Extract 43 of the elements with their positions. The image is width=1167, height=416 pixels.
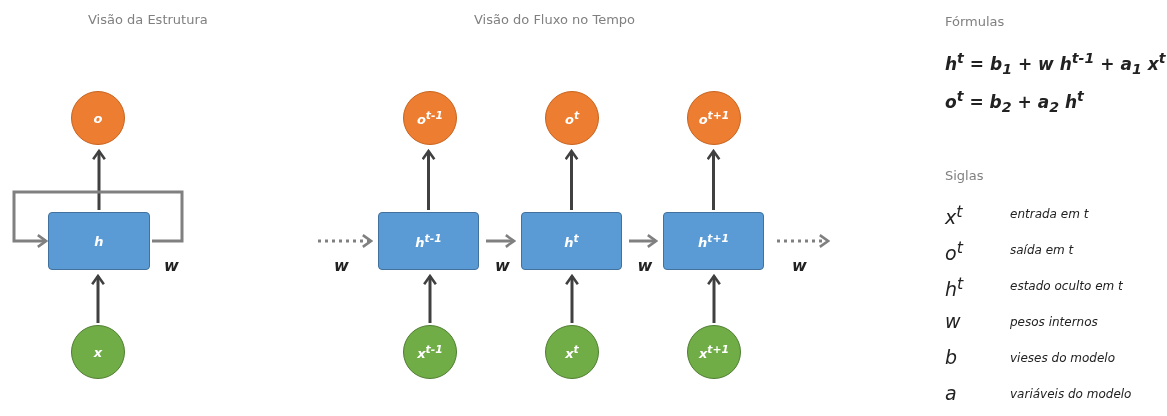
symbol: b	[945, 346, 958, 368]
formula: h$^{t}$ = b$_{1}$ + w h$^{t-1}$ + a$_{1}$ x$^{t}$	[945, 50, 1166, 78]
symbol-description: estado oculto em t	[1010, 279, 1123, 293]
symbol-description: variáveis do modelo	[1010, 387, 1132, 401]
section-heading: Siglas	[945, 168, 984, 183]
output-circle: o$^{t+1}$	[687, 91, 741, 145]
input-circle: x	[71, 325, 125, 379]
symbol: x$^{t}$	[945, 202, 963, 229]
arrow	[564, 274, 580, 323]
hidden-state-box: h$^{t}$	[521, 212, 622, 270]
arrow	[629, 233, 658, 249]
symbol-description: saída em t	[1010, 243, 1074, 257]
loop-arrow	[12, 190, 184, 249]
input-circle: x$^{t-1}$	[403, 325, 457, 379]
input-circle: x$^{t}$	[545, 325, 599, 379]
symbol: a	[945, 382, 957, 404]
output-circle: o	[71, 91, 125, 145]
symbol-description: pesos internos	[1010, 315, 1098, 329]
dashed-arrow	[318, 233, 373, 249]
symbol: h$^{t}$	[945, 274, 964, 301]
arrow	[90, 274, 106, 323]
symbol-description: vieses do modelo	[1010, 351, 1115, 365]
section-heading: Visão do Fluxo no Tempo	[474, 12, 635, 27]
symbol-description: entrada em t	[1010, 207, 1089, 221]
formula: o$^{t}$ = b$_{2}$ + a$_{2}$ h$^{t}$	[945, 88, 1084, 116]
hidden-state-box: h	[48, 212, 150, 270]
output-circle: o$^{t-1}$	[403, 91, 457, 145]
section-heading: Fórmulas	[945, 14, 1005, 29]
symbol: w	[945, 310, 961, 332]
output-circle: o$^{t}$	[545, 91, 599, 145]
arrow	[486, 233, 516, 249]
input-circle: x$^{t+1}$	[687, 325, 741, 379]
dashed-arrow	[777, 233, 830, 249]
section-heading: Visão da Estrutura	[88, 12, 208, 27]
arrow	[422, 274, 438, 323]
arrow	[421, 149, 436, 210]
symbol: o$^{t}$	[945, 238, 963, 265]
hidden-state-box: h$^{t-1}$	[378, 212, 479, 270]
arrow	[91, 149, 107, 210]
arrow	[706, 149, 721, 210]
hidden-state-box: h$^{t+1}$	[663, 212, 764, 270]
arrow	[564, 149, 579, 210]
arrow	[706, 274, 722, 323]
